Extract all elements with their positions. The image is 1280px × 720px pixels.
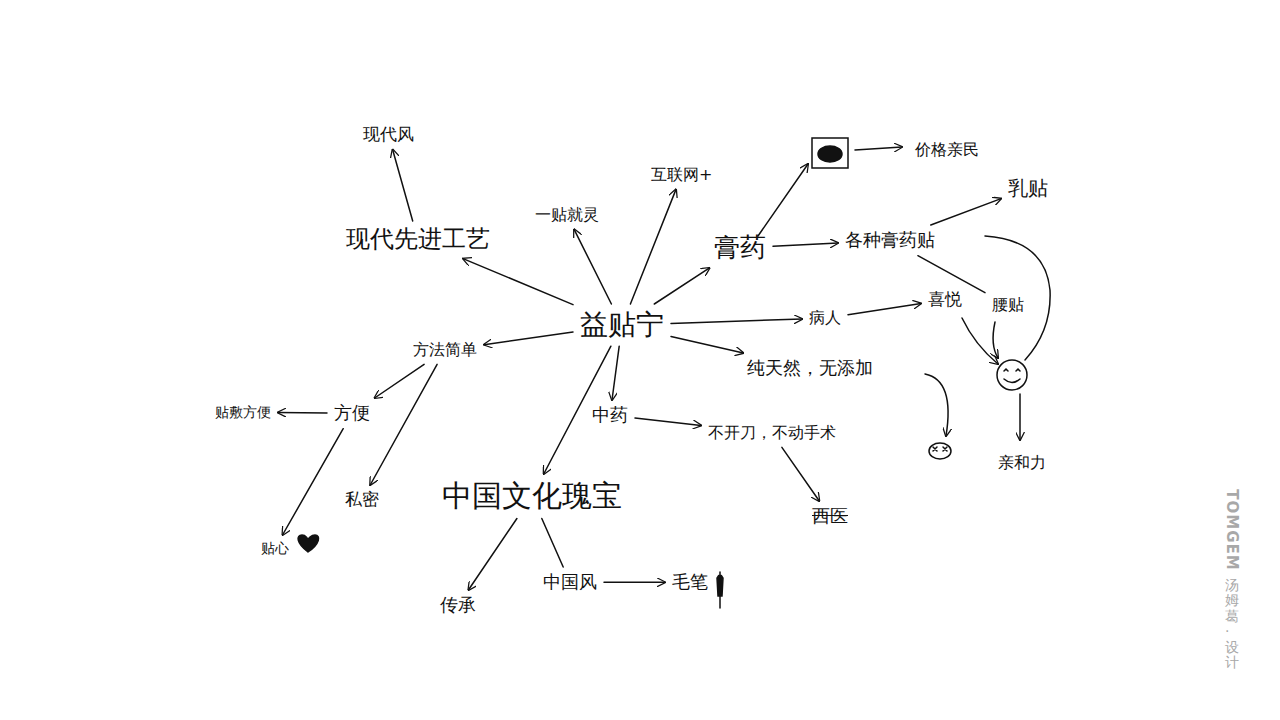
node-text: 方法简单 (413, 340, 477, 359)
icon-arrow (962, 318, 998, 364)
node-text: 不开刀，不动手术 (708, 423, 836, 442)
mind-map-node: 腰贴 (988, 294, 1028, 316)
node-text: 各种膏药贴 (845, 229, 935, 250)
mind-map-node: 益贴宁 (576, 307, 668, 343)
node-text: 腰贴 (992, 295, 1024, 314)
icon-arrow (855, 147, 902, 150)
connector-arrow (654, 268, 709, 304)
watermark: TOMGEM (1223, 489, 1241, 570)
node-text: 西医 (812, 505, 848, 526)
mind-map-node: 方便 (330, 401, 374, 426)
connector-arrow (278, 412, 327, 414)
node-text: 毛笔 (672, 571, 708, 592)
connector-arrow (468, 519, 517, 591)
node-text: 纯天然，无添加 (747, 357, 873, 378)
brush-icon (717, 572, 723, 608)
mind-map-node: 贴敷方便 (211, 402, 275, 422)
node-text: 贴心 (261, 540, 289, 556)
connector-arrow (463, 259, 573, 305)
mind-map-node: 一贴就灵 (531, 204, 603, 226)
connector-arrow (848, 304, 921, 315)
sad-icon (929, 443, 951, 459)
node-text: 中药 (592, 404, 628, 425)
mind-map-node: 现代先进工艺 (342, 224, 494, 256)
connector-arrow (931, 199, 1001, 225)
connector-arrow (484, 332, 573, 345)
mind-map-node: 现代风 (359, 123, 418, 147)
node-text: 中国文化瑰宝 (442, 478, 622, 513)
connector-arrow (375, 364, 425, 398)
mind-map-node: 毛笔 (668, 570, 712, 595)
node-text: 私密 (345, 489, 379, 509)
node-text: 乳贴 (1008, 176, 1048, 200)
icon-arrow (993, 322, 998, 358)
node-text: 中国风 (543, 571, 597, 592)
price-icon-blot (818, 146, 842, 162)
mind-map-node: 互联网+ (647, 164, 716, 186)
connector-arrow (635, 418, 701, 425)
mind-map-node: 乳贴 (1004, 175, 1052, 202)
node-text: 现代先进工艺 (346, 225, 490, 253)
connector-arrow (283, 429, 344, 535)
mind-map-node: 病人 (805, 307, 845, 329)
mind-map-node: 各种膏药贴 (841, 228, 939, 253)
node-text: 传承 (440, 594, 476, 615)
node-text: 一贴就灵 (535, 205, 599, 224)
mind-map-node: 贴心 (257, 538, 293, 558)
sad-eyes (933, 447, 947, 451)
connector-arrow (630, 189, 676, 304)
mind-map-node: 亲和力 (994, 452, 1050, 474)
icon-arrow (1019, 394, 1021, 440)
connector-arrow (671, 319, 802, 323)
node-text: 现代风 (363, 124, 414, 144)
mind-map-node: 传承 (436, 593, 480, 618)
connector-arrow (782, 447, 819, 501)
icon-curve (985, 236, 1050, 360)
price-icon (812, 138, 848, 168)
node-text: 价格亲民 (915, 140, 979, 159)
connector-arrow (574, 229, 611, 304)
mind-map-node: 价格亲民 (911, 139, 983, 161)
mind-map-node: 喜悦 (924, 288, 966, 312)
mind-map-node: 中国风 (539, 570, 601, 595)
mind-map-node: 纯天然，无添加 (743, 356, 877, 381)
mind-map-node: 中药 (588, 403, 632, 428)
watermark: 汤姆葛·设计 (1225, 578, 1239, 670)
connector-arrow (773, 243, 838, 246)
connector-arrow (612, 346, 619, 400)
node-text: 亲和力 (998, 453, 1046, 472)
node-text: 病人 (809, 308, 841, 327)
node-text: 膏药 (714, 232, 766, 262)
node-text: 互联网+ (651, 165, 712, 184)
mind-map-node: 西医 (808, 504, 852, 529)
node-text: 益贴宁 (580, 308, 664, 341)
mind-map-node: 膏药 (710, 231, 770, 265)
smiley-icon (997, 360, 1027, 390)
mind-map-node: 方法简单 (409, 339, 481, 361)
node-text: 贴敷方便 (215, 404, 271, 420)
mind-map-node: 不开刀，不动手术 (704, 422, 840, 444)
connector-arrow (542, 519, 563, 568)
heart-icon (298, 535, 319, 552)
icon-arrow (758, 164, 808, 236)
connector-arrow (918, 256, 985, 293)
connector-arrow (604, 582, 665, 584)
mind-map-node: 私密 (341, 488, 383, 512)
smiley-face (1004, 369, 1020, 383)
connector-arrow (671, 336, 743, 353)
node-text: 喜悦 (928, 289, 962, 309)
icon-arrow (925, 374, 948, 436)
connector-arrow (393, 150, 413, 222)
connector-arrow (370, 364, 437, 485)
mind-map-node: 中国文化瑰宝 (438, 477, 626, 516)
node-text: 方便 (334, 402, 370, 423)
